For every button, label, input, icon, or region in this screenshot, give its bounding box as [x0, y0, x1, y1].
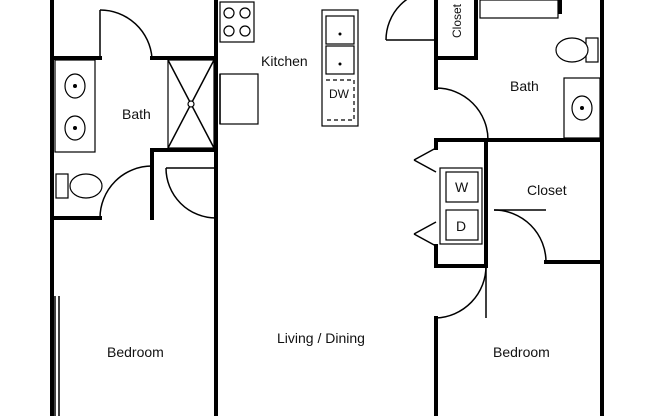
door-hall [165, 167, 217, 219]
label-bath-right: Bath [510, 78, 539, 94]
right-bath-sink [563, 77, 601, 139]
door-right-bedroom [435, 265, 487, 319]
door-left-bath-top [99, 9, 153, 59]
kitchen-range [219, 1, 255, 43]
walls [50, 0, 604, 416]
dryer [445, 209, 479, 241]
label-living-dining: Living / Dining [277, 330, 365, 346]
kitchen-counter [219, 73, 259, 125]
door-laundry-bottom [413, 221, 437, 247]
right-tub [479, 0, 559, 19]
door-right-closet [493, 209, 547, 263]
door-right-bath [435, 87, 489, 141]
left-bath-vanity [54, 59, 96, 153]
window-left-bedroom [54, 296, 60, 416]
label-washer: W [455, 179, 469, 195]
left-bath-shower [167, 59, 215, 149]
label-bedroom-left: Bedroom [107, 344, 164, 360]
door-closet-top [385, 0, 436, 41]
label-dishwasher: DW [329, 87, 350, 101]
washer [445, 171, 479, 203]
label-closet-right: Closet [527, 182, 567, 198]
label-dryer: D [456, 218, 466, 234]
label-bath-left: Bath [122, 106, 151, 122]
left-bath-toilet [55, 173, 103, 199]
label-kitchen: Kitchen [261, 53, 308, 69]
right-bath-toilet [555, 37, 599, 63]
door-left-bath-bottom [99, 165, 153, 219]
door-laundry-top [413, 147, 437, 173]
label-closet-top: Closet [450, 3, 464, 38]
kitchen-island [321, 9, 359, 127]
label-bedroom-right: Bedroom [493, 344, 550, 360]
